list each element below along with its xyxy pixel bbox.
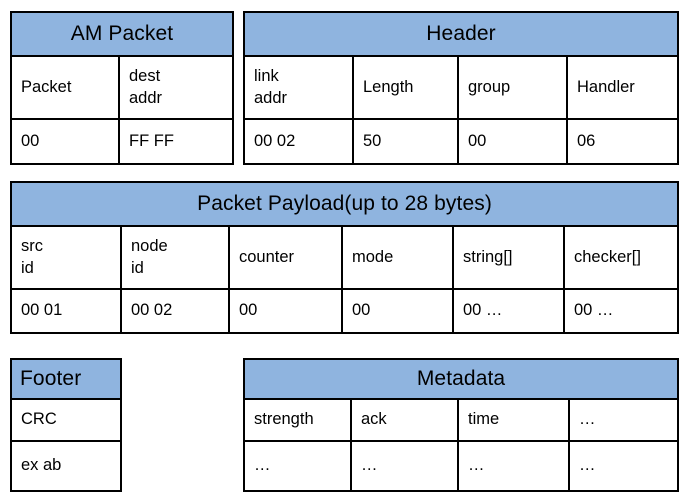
am-packet-title: AM Packet: [10, 11, 234, 57]
payload-value-checker-array: 00 …: [562, 288, 680, 334]
payload-col-string-array: string[]: [452, 225, 565, 290]
metadata-col-strength: strength: [243, 398, 352, 442]
header-title: Header: [242, 11, 680, 57]
am-packet-header-packet-line1: Packet: [21, 77, 72, 96]
payload-value-row: 00 01 00 02 00 00 00 … 00 …: [10, 288, 680, 334]
metadata-table: Metadata strength ack time … … … … …: [242, 358, 680, 492]
header-value-group: 00: [457, 118, 568, 165]
am-packet-header-dest-addr-line2: addr: [129, 88, 163, 107]
header-col-length: Length: [352, 55, 459, 120]
payload-col-node-id: node id: [120, 225, 230, 290]
metadata-col-ack: ack: [350, 398, 459, 442]
header-value-handler: 06: [565, 118, 680, 165]
packet-payload-title: Packet Payload(up to 28 bytes): [9, 181, 680, 227]
payload-value-node-id: 00 02: [120, 288, 230, 334]
am-packet-header-dest-addr-line1: dest: [129, 67, 161, 86]
am-packet-value-row: 00 FF FF: [10, 118, 234, 165]
footer-row-crc: CRC: [10, 398, 122, 442]
metadata-col-time: time: [457, 398, 570, 442]
payload-col-checker-array: checker[]: [562, 225, 680, 290]
header-col-link-addr-line2: addr: [254, 88, 288, 107]
am-packet-header-dest-addr: dest addr: [118, 55, 234, 120]
header-col-link-addr-line1: link: [254, 67, 279, 86]
metadata-value-ellipsis: …: [567, 440, 680, 492]
payload-col-src-id-line1: src: [21, 237, 43, 256]
am-packet-header-packet: Packet: [10, 55, 120, 120]
payload-col-node-id-line1: node: [131, 237, 168, 256]
metadata-value-strength: …: [243, 440, 352, 492]
header-col-group: group: [457, 55, 568, 120]
footer-row-ex-ab: ex ab: [10, 440, 122, 492]
metadata-value-ack: …: [350, 440, 459, 492]
payload-col-src-id: src id: [10, 225, 122, 290]
header-value-link-addr: 00 02: [243, 118, 354, 165]
header-table: Header link addr Length group Handler 00…: [242, 11, 680, 165]
header-col-link-addr: link addr: [243, 55, 354, 120]
payload-col-node-id-line2: id: [131, 258, 144, 277]
footer-table: Footer CRC ex ab: [10, 358, 122, 492]
payload-value-mode: 00: [341, 288, 454, 334]
metadata-title: Metadata: [242, 358, 680, 400]
payload-col-src-id-line2: id: [21, 258, 34, 277]
footer-title: Footer: [10, 358, 122, 400]
metadata-value-row: … … … …: [243, 440, 680, 492]
payload-col-counter: counter: [228, 225, 343, 290]
payload-value-counter: 00: [228, 288, 343, 334]
am-packet-table: AM Packet Packet dest addr 00 FF FF: [10, 11, 234, 165]
header-value-row: 00 02 50 00 06: [243, 118, 680, 165]
metadata-col-ellipsis: …: [567, 398, 680, 442]
am-packet-value-dest-addr: FF FF: [118, 118, 234, 165]
packet-payload-table: Packet Payload(up to 28 bytes) src id no…: [9, 181, 680, 334]
payload-value-src-id: 00 01: [10, 288, 122, 334]
header-value-length: 50: [352, 118, 459, 165]
payload-col-mode: mode: [341, 225, 454, 290]
am-packet-value-packet: 00: [10, 118, 120, 165]
metadata-value-time: …: [457, 440, 570, 492]
payload-value-string-array: 00 …: [452, 288, 565, 334]
header-col-handler: Handler: [565, 55, 680, 120]
